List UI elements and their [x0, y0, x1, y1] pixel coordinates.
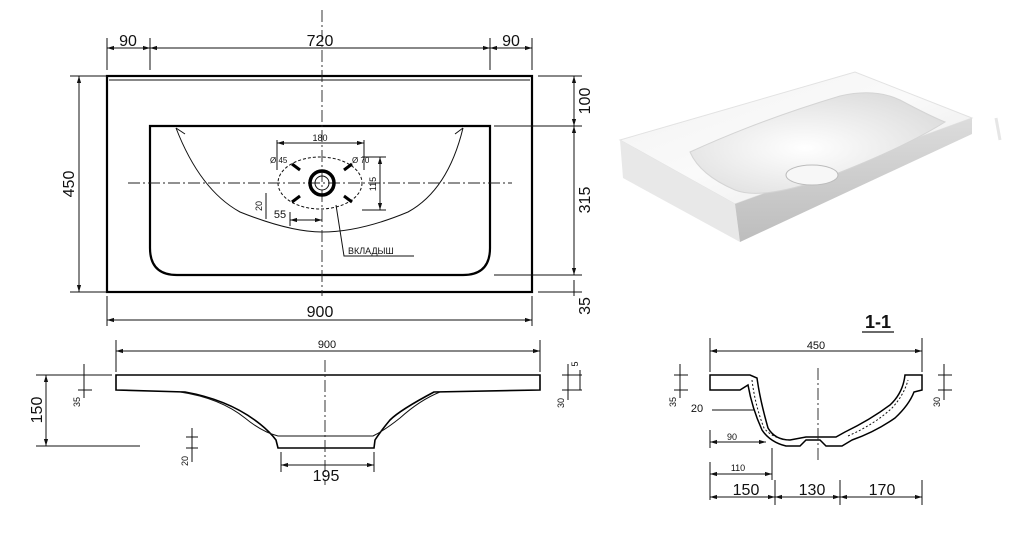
- dim-hole-small: Ø 45: [270, 156, 288, 165]
- dim-front-height: 150: [29, 397, 46, 424]
- drain-zone: [277, 156, 363, 210]
- sink-render: [618, 71, 1002, 242]
- insert-label: ВКЛАДЫШ: [348, 246, 394, 256]
- countertop-outline: [105, 74, 534, 294]
- dim-front-rim-right: 30: [556, 398, 566, 408]
- drain-hole-render: [785, 164, 839, 186]
- dim-bowl-depth: 315: [577, 187, 594, 214]
- dim-top-offset: 100: [577, 88, 594, 115]
- dim-bottom-offset: 35: [577, 297, 594, 315]
- bowl-outline: [148, 124, 492, 277]
- dim-height: 450: [61, 171, 78, 198]
- basin-contour: [175, 127, 464, 233]
- dim-hole-large: Ø 70: [352, 156, 370, 165]
- dim-front-rim-top: 5: [570, 361, 580, 366]
- insert-leader: [335, 204, 414, 257]
- drain-hole: [308, 169, 336, 197]
- dim-right-margin: 90: [502, 33, 520, 50]
- dim-front-base: 20: [180, 456, 190, 466]
- dim-section-seg-a: 150: [733, 482, 760, 499]
- dim-section-seg-b: 130: [799, 482, 826, 499]
- section-title: 1-1: [865, 312, 891, 332]
- top-view: 90 720 90 450 900 100 315 35 180 Ø 45 Ø …: [61, 10, 594, 326]
- dim-front-drain: 195: [313, 468, 340, 485]
- dim-section-outer: 110: [731, 463, 745, 473]
- dim-center: 720: [307, 33, 334, 50]
- front-profile: [115, 374, 541, 449]
- dim-section-wall: 20: [691, 403, 703, 415]
- dim-section-depth: 450: [807, 340, 825, 352]
- dim-section-rim-left: 35: [668, 397, 678, 407]
- dim-left-margin: 90: [119, 33, 137, 50]
- dim-drain-span: 180: [312, 133, 327, 143]
- dim-drain-height: 115: [368, 177, 378, 191]
- section-view: 1-1 450 35 30 20 90 110: [668, 312, 952, 505]
- dim-drain-h: 55: [274, 209, 286, 221]
- dim-front-rim: 35: [72, 397, 82, 407]
- dim-section-inner: 90: [727, 432, 737, 442]
- front-view: 900 150 35 30 5 20 195: [29, 339, 582, 485]
- section-profile: [709, 374, 923, 447]
- dim-drain-v: 20: [254, 201, 264, 211]
- dim-width: 900: [307, 304, 334, 321]
- dim-section-seg-c: 170: [869, 482, 896, 499]
- dim-section-rim-right: 30: [932, 397, 942, 407]
- dim-front-width: 900: [318, 339, 336, 351]
